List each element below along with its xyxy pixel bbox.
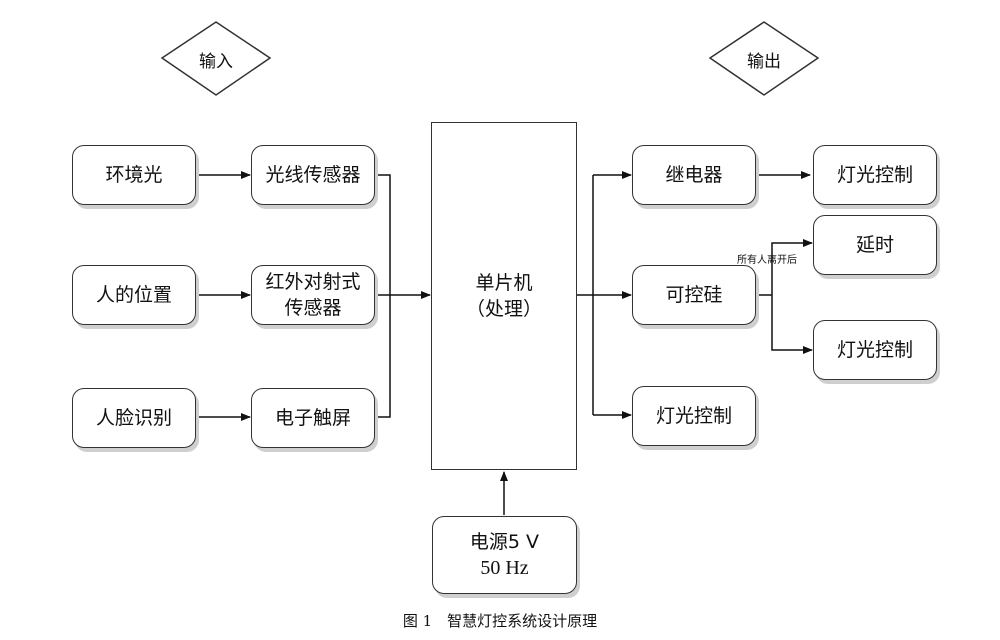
output-diamond-label: 输出 — [747, 52, 781, 72]
output-diamond — [708, 21, 820, 96]
touch-screen-label: 电子触屏 — [274, 407, 351, 429]
wire-light-sensor-bus — [376, 174, 391, 295]
face-recognition-label: 人脸识别 — [95, 407, 172, 429]
direct-light-control-box: 灯光控制 — [632, 386, 756, 446]
ambient-light-label: 环境光 — [105, 164, 163, 186]
touch-screen-box: 电子触屏 — [251, 388, 375, 448]
thyristor-light-control-label: 灯光控制 — [836, 339, 913, 361]
wire-thyristor-to-delay — [771, 239, 813, 295]
mcu-box: 单片机 （处理） — [431, 122, 577, 470]
direct-light-control-label: 灯光控制 — [655, 405, 732, 427]
mcu-label-line2: （处理） — [465, 298, 542, 320]
mcu-label-line1: 单片机 — [475, 272, 533, 294]
wire-thyristor-to-light — [771, 295, 813, 354]
relay-light-control-label: 灯光控制 — [836, 164, 913, 186]
all-left-note: 所有人离开后 — [737, 255, 797, 266]
face-recognition-box: 人脸识别 — [72, 388, 196, 448]
power-label-line1: 电源5 V — [469, 531, 540, 553]
power-supply-box: 电源5 V 50 Hz — [432, 516, 577, 594]
input-diamond — [160, 21, 272, 96]
power-label-line2: 50 Hz — [480, 557, 529, 579]
ir-sensor-label-line2: 传感器 — [284, 297, 342, 319]
wire-touch-bus — [376, 295, 391, 418]
relay-light-control-box: 灯光控制 — [813, 145, 937, 205]
thyristor-light-control-box: 灯光控制 — [813, 320, 937, 380]
person-position-label: 人的位置 — [95, 284, 172, 306]
delay-box: 延时 — [813, 215, 937, 275]
thyristor-label: 可控硅 — [665, 284, 723, 306]
thyristor-box: 可控硅 — [632, 265, 756, 325]
relay-label: 继电器 — [665, 164, 723, 186]
ambient-light-box: 环境光 — [72, 145, 196, 205]
light-sensor-box: 光线传感器 — [251, 145, 375, 205]
person-position-box: 人的位置 — [72, 265, 196, 325]
relay-box: 继电器 — [632, 145, 756, 205]
input-diamond-label: 输入 — [199, 52, 233, 72]
ir-sensor-box: 红外对射式 传感器 — [251, 265, 375, 325]
figure-caption: 图 1 智慧灯控系统设计原理 — [402, 612, 598, 630]
light-sensor-label: 光线传感器 — [265, 164, 361, 186]
ir-sensor-label-line1: 红外对射式 — [265, 271, 361, 293]
delay-label: 延时 — [855, 234, 894, 256]
